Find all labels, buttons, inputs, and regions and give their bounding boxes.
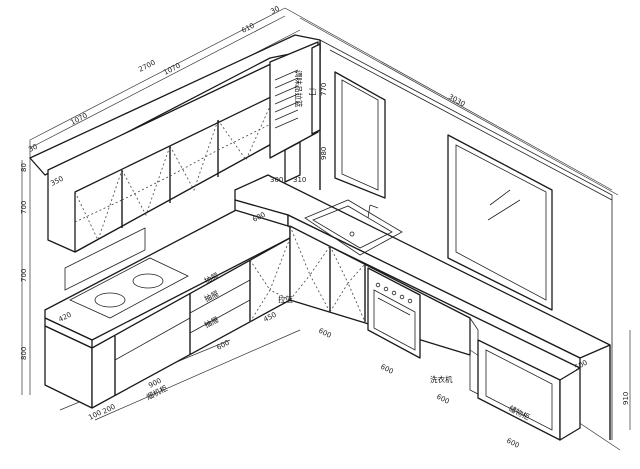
rack-shelves xyxy=(274,69,299,129)
upper-cabinets xyxy=(29,34,321,253)
dim-600-c: 600 xyxy=(379,363,395,376)
dim-2700: 2700 xyxy=(137,59,157,74)
label-rack: 调味品拉篮 xyxy=(294,70,304,108)
dim-300: 300 xyxy=(270,176,283,184)
counters xyxy=(44,141,611,369)
label-corner-basket: 拉篮 xyxy=(278,294,293,304)
dim-600-b: 600 xyxy=(317,327,333,340)
dim-310: 310 xyxy=(293,176,306,184)
base-cabinets xyxy=(44,225,611,441)
dim-600-d: 600 xyxy=(435,393,451,406)
dim-770: 770 xyxy=(320,83,328,96)
dim-30-left: 30 xyxy=(27,143,39,154)
dim-910: 910 xyxy=(622,392,630,405)
dim-700-upper: 700 xyxy=(20,201,28,214)
dim-980: 980 xyxy=(320,147,328,160)
dim-80: 80 xyxy=(20,163,28,172)
dim-1070-a: 1070 xyxy=(69,112,89,127)
dim-800: 800 xyxy=(20,347,28,360)
dim-600-right: 600 xyxy=(505,437,521,450)
dim-610: 610 xyxy=(240,22,256,35)
dim-30-top: 30 xyxy=(269,5,281,16)
dim-3030: 3030 xyxy=(447,93,466,109)
dim-700-mid: 700 xyxy=(20,269,28,282)
label-washer: 洗衣机 xyxy=(430,374,453,384)
label-door: 门 xyxy=(308,88,317,96)
